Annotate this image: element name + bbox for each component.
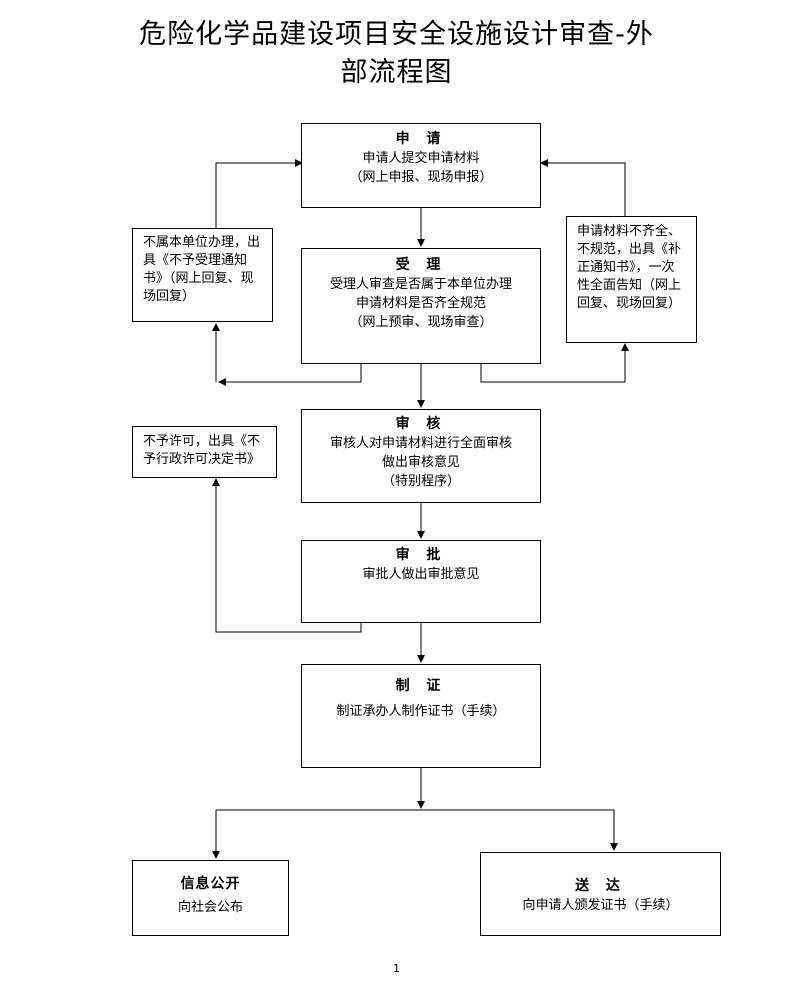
note-not-permitted-line-1: 不予许可，出具《不 bbox=[143, 434, 261, 449]
step-publish-line-1: 向社会公布 bbox=[177, 900, 243, 915]
page-number: 1 bbox=[393, 962, 400, 975]
step-publish-title: 信息公开 bbox=[180, 876, 241, 892]
note-not-permitted: 不予许可，出具《不 予行政许可决定书》 bbox=[132, 426, 277, 478]
page-title-line-2: 部流程图 bbox=[340, 57, 453, 88]
note-incomplete-line-2: 不规范，出具《补 bbox=[577, 242, 682, 257]
note-incomplete: 申请材料不齐全、 不规范，出具《补 正通知书》，一次 性全面告知（网上 回复、现… bbox=[566, 216, 697, 343]
step-accept-line-2: 申请材料是否齐全规范 bbox=[355, 296, 486, 311]
note-not-this-unit-line-4: 场回复） bbox=[143, 289, 196, 304]
arrow-split-to-deliver bbox=[421, 809, 618, 851]
note-incomplete-line-5: 回复、现场回复） bbox=[577, 296, 682, 311]
note-not-this-unit-line-1: 不属本单位办理，出 bbox=[143, 235, 261, 250]
step-publish: 信息公开 向社会公布 bbox=[132, 860, 289, 936]
step-deliver-line-1: 向申请人颁发证书（手续） bbox=[522, 898, 679, 913]
step-accept: 受 理 受理人审查是否属于本单位办理 申请材料是否齐全规范 （网上预审、现场审查… bbox=[301, 248, 541, 364]
step-accept-line-3: （网上预审、现场审查） bbox=[349, 315, 493, 330]
arrow-accept-to-incomplete bbox=[480, 343, 629, 383]
note-not-this-unit-line-2: 具《不予受理通知 bbox=[143, 253, 248, 268]
step-issue-line-1: 制证承办人制作证书（手续） bbox=[336, 704, 506, 719]
step-apply-title: 申 请 bbox=[395, 131, 447, 147]
page-title-line-1: 危险化学品建设项目安全设施设计审查-外 bbox=[139, 19, 654, 50]
step-apply: 申 请 申请人提交申请材料 （网上申报、现场申报） bbox=[301, 123, 541, 208]
step-review-line-2: 做出审核意见 bbox=[381, 455, 460, 470]
note-not-this-unit-line-3: 书》（网上回复、现 bbox=[143, 271, 254, 286]
step-approve-line-1: 审批人做出审批意见 bbox=[362, 567, 480, 582]
note-incomplete-line-1: 申请材料不齐全、 bbox=[577, 224, 682, 239]
step-accept-line-1: 受理人审查是否属于本单位办理 bbox=[329, 277, 512, 292]
note-incomplete-line-4: 性全面告知（网上 bbox=[577, 278, 682, 293]
step-review: 审 核 审核人对申请材料进行全面审核 做出审核意见 （特别程序） bbox=[301, 409, 541, 503]
step-review-title: 审 核 bbox=[395, 416, 447, 432]
arrow-accept-to-not-this-unit bbox=[218, 364, 362, 386]
step-apply-line-2: （网上申报、现场申报） bbox=[349, 170, 493, 185]
step-deliver: 送 达 向申请人颁发证书（手续） bbox=[480, 852, 721, 936]
step-issue-title: 制 证 bbox=[395, 678, 447, 694]
note-not-this-unit: 不属本单位办理，出 具《不予受理通知 书》（网上回复、现 场回复） bbox=[132, 228, 273, 322]
arrow-approve-to-not-permitted bbox=[212, 478, 362, 633]
step-apply-line-1: 申请人提交申请材料 bbox=[362, 151, 480, 166]
arrow-split-to-publish bbox=[212, 809, 421, 859]
note-not-permitted-line-2: 予行政许可决定书》 bbox=[143, 452, 261, 467]
step-approve-title: 审 批 bbox=[395, 547, 447, 563]
arrow-incomplete-to-apply bbox=[540, 159, 626, 216]
note-incomplete-line-3: 正通知书》，一次 bbox=[577, 260, 675, 275]
step-review-line-3: （特别程序） bbox=[381, 474, 460, 489]
step-approve: 审 批 审批人做出审批意见 bbox=[301, 540, 541, 623]
step-review-line-1: 审核人对申请材料进行全面审核 bbox=[329, 436, 512, 451]
arrow-not-this-unit-to-apply bbox=[215, 159, 303, 228]
step-accept-title: 受 理 bbox=[395, 257, 447, 273]
step-deliver-title: 送 达 bbox=[575, 878, 626, 894]
step-issue: 制 证 制证承办人制作证书（手续） bbox=[301, 664, 541, 768]
